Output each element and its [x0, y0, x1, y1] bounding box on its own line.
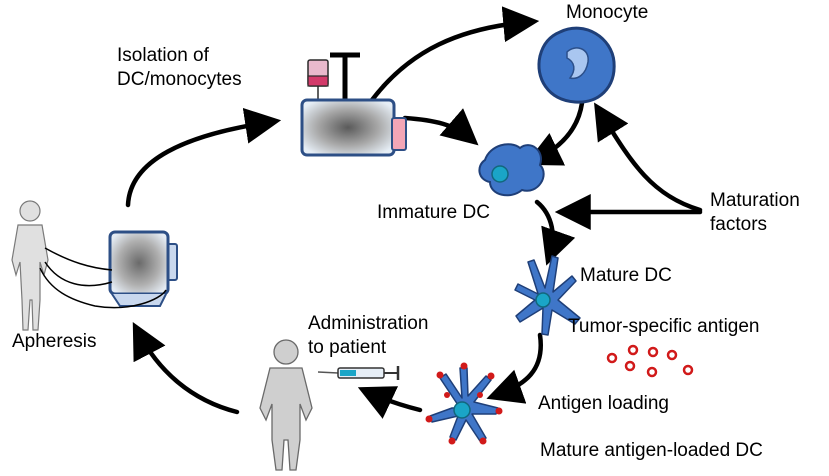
arrow-isolation-to-monocyte [369, 6, 540, 103]
cycle-arrows [125, 6, 703, 419]
arrow-monocyte-to-immature-dc [524, 100, 585, 166]
arrow-loaded-to-patient [357, 386, 423, 419]
mature-antigen-loaded-dc-icon [425, 362, 503, 445]
label-monocyte: Monocyte [566, 2, 649, 23]
arrow-immature-to-mature-dc [534, 199, 576, 266]
label-administration-line2: to patient [308, 337, 387, 358]
syringe-icon [317, 366, 400, 380]
isolation-machine-icon [300, 52, 407, 157]
arrow-factors-to-monocyte [594, 102, 703, 213]
immature-dc-cell-icon [478, 143, 545, 197]
label-administration-line1: Administration [308, 313, 429, 334]
arrow-apheresis-to-isolation [125, 107, 282, 208]
administration-patient-figure [259, 339, 313, 471]
label-isolation-line2: DC/monocytes [117, 69, 242, 90]
label-isolation-line1: Isolation of [117, 45, 209, 66]
label-mature-dc: Mature DC [580, 265, 672, 286]
arrow-mature-to-loaded-dc [486, 332, 544, 404]
label-immature-dc: Immature DC [377, 202, 490, 223]
label-antigen-loading: Antigen loading [538, 393, 669, 414]
mature-dc-cell-icon [514, 255, 581, 336]
apheresis-machine-icon [39, 230, 178, 309]
apheresis-patient-figure [11, 200, 49, 331]
label-tumor-antigen: Tumor-specific antigen [568, 316, 760, 337]
label-maturation-line1: Maturation [710, 190, 800, 211]
monocyte-cell-icon [537, 26, 616, 104]
label-apheresis: Apheresis [12, 331, 97, 352]
arrow-isolation-to-immature-dc [402, 108, 479, 146]
tumor-antigen-dots [606, 344, 694, 378]
label-maturation-line2: factors [710, 214, 768, 235]
arrow-patient-to-apheresis [132, 322, 240, 415]
label-mature-loaded-dc: Mature antigen-loaded DC [540, 440, 763, 461]
